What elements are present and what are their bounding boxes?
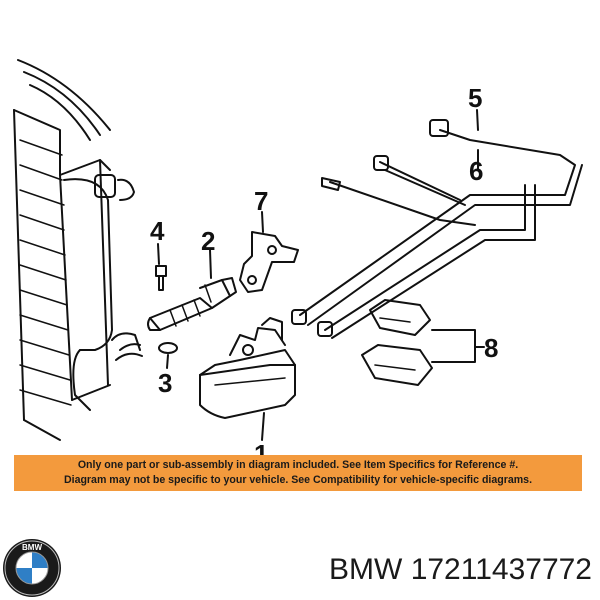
part-number: 17211437772 (410, 553, 592, 586)
disclaimer-banner: Only one part or sub-assembly in diagram… (14, 455, 582, 491)
reservoir-tank-drawing (199, 317, 296, 419)
bmw-logo-icon: BMW (3, 539, 61, 597)
callout-3: 3 (158, 368, 172, 398)
brand-name: BMW (329, 553, 403, 586)
bmw-logo-lettering: BMW (22, 543, 42, 552)
disclaimer-line-1: Only one part or sub-assembly in diagram… (77, 459, 519, 471)
bracket-drawing (239, 231, 299, 293)
callout-6: 6 (469, 156, 483, 186)
level-sensor-drawing (147, 277, 237, 331)
radiator-drawing (13, 59, 143, 441)
callout-2: 2 (201, 226, 215, 256)
part-label: BMW 17211437772 (329, 553, 592, 587)
callout-7: 7 (254, 186, 268, 216)
clips-drawing (361, 299, 433, 386)
o-ring-drawing (158, 342, 178, 354)
callout-5: 5 (468, 83, 482, 113)
callout-8: 8 (484, 333, 498, 363)
disclaimer-line-2: Diagram may not be specific to your vehi… (63, 474, 533, 486)
callout-leaders (157, 109, 485, 441)
bolt-drawing (155, 265, 167, 291)
wiring-harness-drawing (291, 119, 583, 339)
callout-4: 4 (150, 216, 165, 246)
